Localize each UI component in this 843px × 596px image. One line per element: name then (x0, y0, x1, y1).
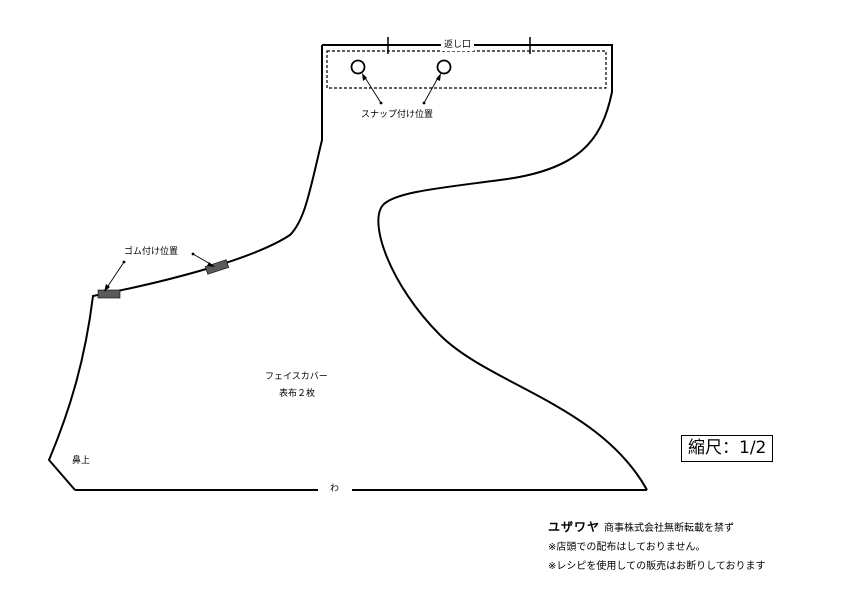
brand-logo: ユザワヤ (548, 520, 601, 534)
snap-leader-dot-left (379, 101, 383, 105)
elastic-leader-left (105, 261, 125, 290)
notice-line-1: ※店頭での配布はしておりません。 (548, 542, 706, 553)
snap-arrow-right (436, 73, 441, 81)
elastic-arrow-right (207, 262, 215, 267)
copyright-text: 商事株式会社無断転載を禁ず (604, 523, 735, 534)
elastic-arrow-left (104, 284, 110, 292)
scale-box: 縮尺：1/2 (681, 435, 774, 462)
snap-position-label: スナップ付け位置 (361, 110, 434, 120)
nose-top-label: 鼻上 (72, 456, 91, 466)
elastic-leader-dot-left (122, 260, 126, 264)
fold-label: わ (330, 484, 340, 494)
elastic-position-label: ゴム付け位置 (124, 247, 179, 257)
notice-line-2: ※レシピを使用しての販売はお断りしております (548, 561, 766, 572)
pattern-outline-left (47, 45, 323, 491)
snap-arrow-left (362, 73, 367, 81)
piece-name-label: フェイスカバー (265, 372, 328, 382)
footer: ユザワヤ商事株式会社無断転載を禁ず ※店頭での配布はしておりません。 ※レシピを… (548, 518, 838, 576)
elastic-marker-right (204, 259, 230, 275)
snap-circle-right (436, 59, 452, 75)
elastic-leader-dot-right (191, 252, 195, 256)
dashed-facing-line (326, 50, 607, 89)
opening-label: 返し口 (441, 40, 475, 51)
elastic-marker-left (97, 289, 121, 299)
pattern-outline (322, 44, 648, 491)
snap-leader-right (423, 75, 440, 104)
snap-leader-left (363, 75, 382, 104)
snap-leader-dot-right (422, 101, 426, 105)
snap-circle-left (350, 59, 366, 75)
piece-cut-label: 表布２枚 (279, 389, 316, 399)
copyright-line: ユザワヤ商事株式会社無断転載を禁ず (548, 518, 838, 538)
